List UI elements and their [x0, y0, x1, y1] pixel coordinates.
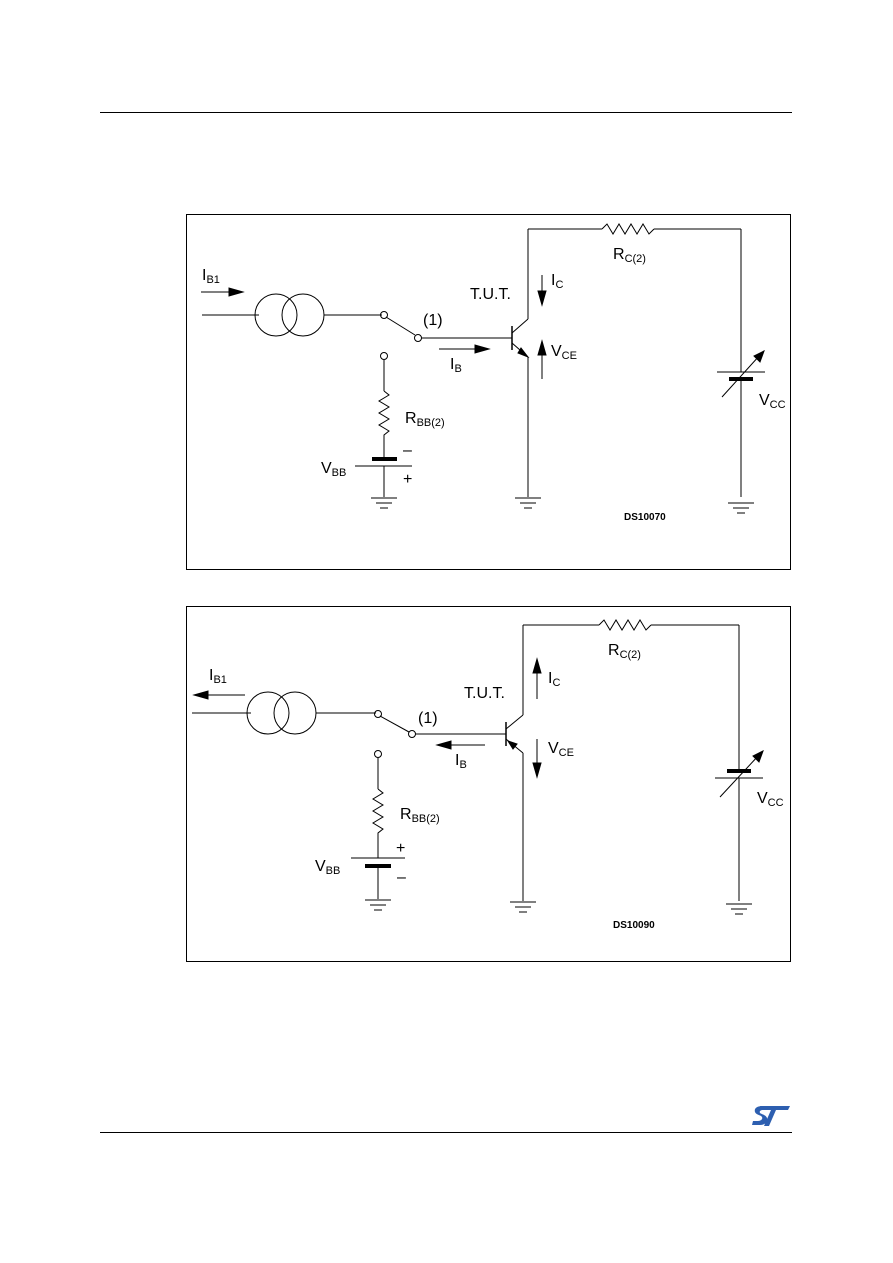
rbb-label: RBB(2) — [405, 410, 445, 429]
vbb-label: VBB — [315, 858, 340, 877]
rbb-label: RBB(2) — [400, 806, 440, 825]
minus-sign: – — [403, 442, 412, 459]
switch-symbol — [380, 311, 512, 391]
ic-label: IC — [548, 670, 560, 689]
vce-arrow — [532, 739, 542, 779]
vcc-battery-symbol — [715, 749, 764, 901]
figure-code: DS10090 — [613, 920, 655, 931]
vbb-battery-symbol — [355, 457, 412, 497]
ground-symbol-vbb — [371, 497, 397, 509]
rc-label: RC(2) — [613, 246, 646, 265]
ib-arrow — [439, 344, 491, 354]
figure-code: DS10070 — [624, 512, 666, 523]
vbb-battery-symbol — [351, 857, 405, 899]
ib1-label: IB1 — [202, 267, 220, 286]
ib1-arrow — [192, 690, 245, 700]
ib1-arrow — [201, 287, 245, 297]
ic-label: IC — [551, 272, 563, 291]
ground-symbol-vbb — [365, 899, 391, 911]
header-rule — [100, 112, 792, 113]
note-reference-label: (1) — [423, 312, 443, 329]
tut-label: T.U.T. — [470, 286, 511, 303]
circuit-diagram-1: IB1 (1) T.U.T. IB IC VCE RC(2) RBB(2) VB… — [186, 214, 791, 570]
ib1-label: IB1 — [209, 667, 227, 686]
vcc-label: VCC — [757, 790, 784, 809]
transistor-symbol — [505, 625, 524, 901]
ground-symbol-emitter — [515, 497, 541, 509]
rbb-resistor-symbol — [378, 390, 390, 458]
vce-arrow — [537, 339, 547, 379]
ic-arrow — [537, 275, 547, 307]
ib-label: IB — [450, 356, 462, 375]
plus-sign: + — [396, 840, 405, 857]
ground-symbol-emitter — [510, 901, 536, 913]
ib-arrow — [435, 740, 485, 750]
ib-label: IB — [455, 752, 467, 771]
vce-label: VCE — [551, 343, 577, 362]
vce-label: VCE — [548, 740, 574, 759]
vbb-label: VBB — [321, 460, 346, 479]
rc-resistor-symbol — [523, 619, 740, 771]
st-logo — [752, 1106, 790, 1126]
rc-resistor-symbol — [528, 223, 742, 372]
ground-symbol-vcc — [726, 903, 752, 915]
switch-symbol — [374, 710, 506, 789]
footer-rule — [100, 1132, 792, 1133]
circuit-diagram-2: IB1 (1) T.U.T. IB IC VCE RC(2) RBB(2) VB… — [186, 606, 791, 962]
current-source-symbol — [192, 691, 376, 735]
transistor-symbol — [511, 229, 530, 497]
note-reference-label: (1) — [418, 710, 438, 727]
vcc-label: VCC — [759, 392, 786, 411]
plus-sign: + — [403, 471, 412, 488]
vcc-battery-symbol — [717, 349, 765, 497]
rc-label: RC(2) — [608, 642, 641, 661]
rbb-resistor-symbol — [372, 788, 384, 858]
current-source-symbol — [202, 293, 382, 337]
minus-sign: – — [397, 869, 406, 886]
ground-symbol-vcc — [728, 502, 754, 514]
tut-label: T.U.T. — [464, 685, 505, 702]
ic-arrow — [532, 657, 542, 699]
